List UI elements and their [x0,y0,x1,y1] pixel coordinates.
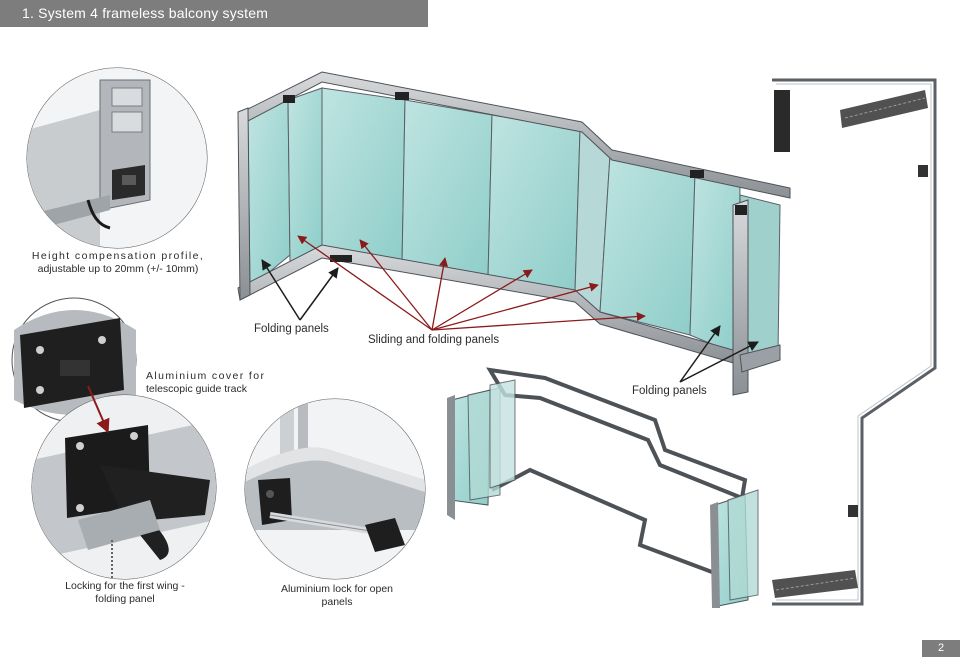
section-title: 1. System 4 frameless balcony system [0,0,428,27]
aluminium-lock-line-1: Aluminium lock for open [280,583,394,595]
height-compensation-label: Height compensation profile, adjustable … [22,250,214,276]
aluminium-cover-line-2: telescopic guide track [146,383,247,395]
annotation-arrows [261,235,759,383]
height-compensation-line-1: Height compensation profile, [31,250,205,262]
aluminium-lock-line-2: panels [321,596,353,608]
aluminium-cover-line-1: Aluminium cover for [146,370,266,382]
folding-panels-right-label: Folding panels [632,385,707,397]
balcony-assembly [237,71,791,396]
folding-panels-left-label: Folding panels [254,323,329,335]
plan-view-frame [772,78,937,606]
detail-locking-first-wing [31,394,217,580]
height-compensation-line-2: adjustable up to 20mm (+/- 10mm) [37,263,199,275]
aluminium-cover-label: Aluminium cover for telescopic guide tra… [146,370,276,396]
page-number: 2 [922,640,960,657]
locking-first-wing-label: Locking for the first wing - folding pan… [40,580,210,606]
detail-aluminium-cover [11,297,137,423]
locking-first-wing-line-2: folding panel [95,593,155,605]
balcony-open-assembly [447,367,759,608]
locking-first-wing-line-1: Locking for the first wing - [65,580,185,592]
aluminium-lock-label: Aluminium lock for open panels [262,583,412,609]
detail-height-compensation [26,67,208,249]
detail-aluminium-lock [244,398,426,580]
sliding-folding-label: Sliding and folding panels [368,334,500,346]
